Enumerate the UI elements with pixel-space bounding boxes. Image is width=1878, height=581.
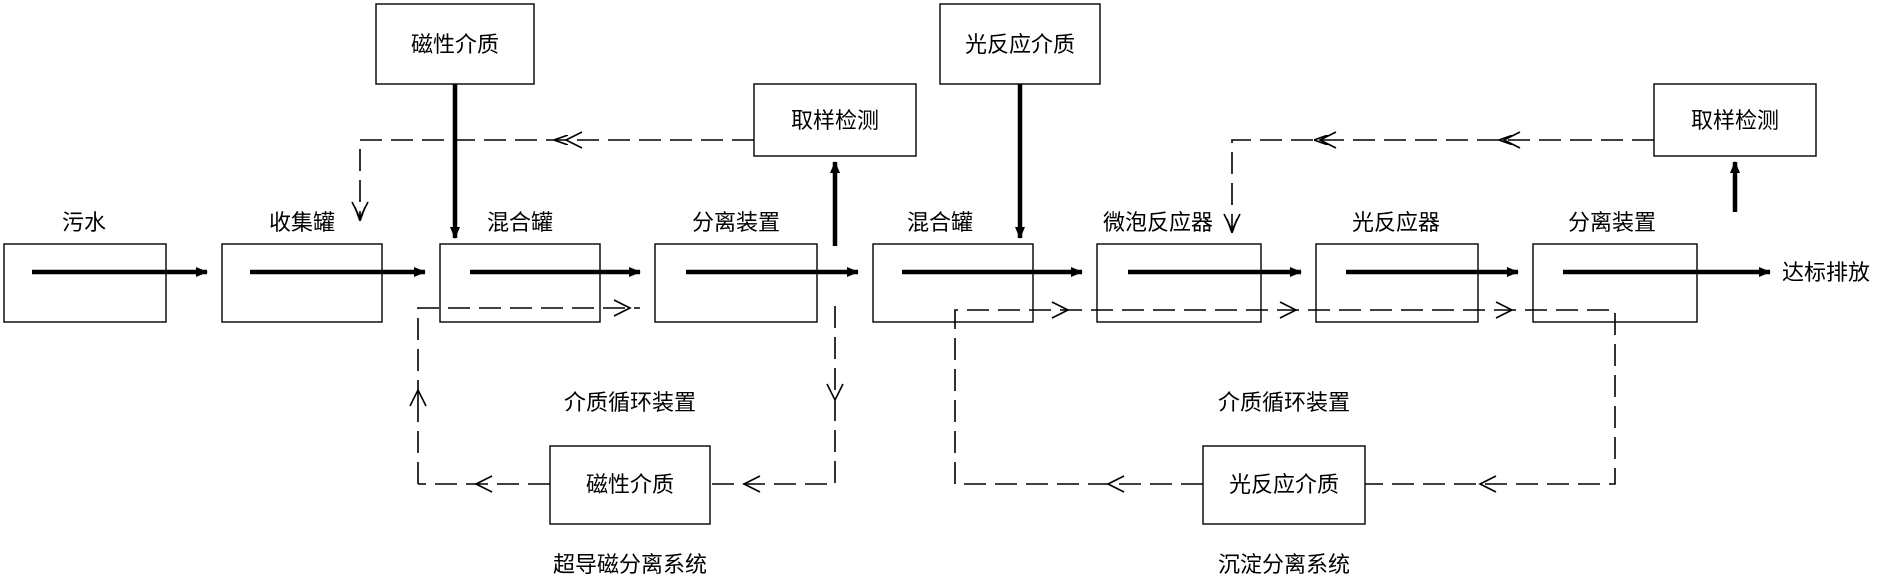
mixing-tank-2-box xyxy=(872,243,1034,323)
label-photoreactive-medium-loop: 光反应介质 xyxy=(1229,473,1339,498)
separation-device-1-box xyxy=(654,243,818,323)
feedback-line-1 xyxy=(360,139,754,220)
dashed-arrowhead xyxy=(564,131,583,149)
label-separation-device-2: 分离装置 xyxy=(1568,211,1656,236)
mixing-tank-1-box xyxy=(439,243,601,323)
feedback-line-2 xyxy=(1232,139,1654,232)
dashed-arrowhead xyxy=(826,383,844,402)
dashed-arrowhead xyxy=(1051,301,1070,319)
label-system-1: 超导磁分离系统 xyxy=(553,553,707,578)
sewage-box xyxy=(3,243,167,323)
recycle-loop-1-top xyxy=(417,307,640,402)
label-system-2: 沉淀分离系统 xyxy=(1218,553,1350,578)
sampling-2-box xyxy=(1653,83,1817,157)
label-magnetic-medium-loop: 磁性介质 xyxy=(586,473,674,498)
label-sewage: 污水 xyxy=(62,211,106,236)
dashed-arrowhead xyxy=(474,475,493,493)
dashed-arrowhead xyxy=(1318,131,1337,149)
microbubble-reactor-box xyxy=(1096,243,1262,323)
dashed-arrowhead xyxy=(1279,301,1298,319)
label-photoreactor: 光反应器 xyxy=(1352,211,1440,236)
dashed-arrowhead xyxy=(1495,301,1514,319)
photoreactor-box xyxy=(1315,243,1479,323)
dashed-arrowhead xyxy=(1478,475,1497,493)
label-recycle-1: 介质循环装置 xyxy=(564,391,696,416)
recycle-loop-1-right xyxy=(710,306,836,485)
label-mixing-tank-2: 混合罐 xyxy=(907,211,973,236)
magnetic-medium-loop-box xyxy=(549,445,711,525)
label-photoreactive-medium-top: 光反应介质 xyxy=(965,33,1075,58)
collection-tank-box xyxy=(221,243,383,323)
label-recycle-2: 介质循环装置 xyxy=(1218,391,1350,416)
label-sampling-1: 取样检测 xyxy=(791,109,879,134)
dashed-arrowhead xyxy=(1502,131,1521,149)
dashed-arrowhead xyxy=(613,299,632,317)
dashed-arrowhead xyxy=(742,475,761,493)
label-discharge: 达标排放 xyxy=(1782,261,1870,286)
dashed-arrowhead xyxy=(409,388,427,407)
label-sampling-2: 取样检测 xyxy=(1691,109,1779,134)
sampling-1-box xyxy=(753,83,917,157)
dashed-arrowhead xyxy=(1223,213,1241,232)
recycle-loop-2-top xyxy=(954,309,1616,485)
photoreactive-medium-loop-box xyxy=(1202,445,1366,525)
label-mixing-tank-1: 混合罐 xyxy=(487,211,553,236)
label-separation-device-1: 分离装置 xyxy=(692,211,780,236)
label-magnetic-medium-top: 磁性介质 xyxy=(411,33,499,58)
label-microbubble-reactor: 微泡反应器 xyxy=(1103,211,1213,236)
dashed-arrowhead xyxy=(1106,475,1125,493)
dashed-arrowhead xyxy=(351,201,369,220)
label-collection-tank: 收集罐 xyxy=(269,211,335,236)
